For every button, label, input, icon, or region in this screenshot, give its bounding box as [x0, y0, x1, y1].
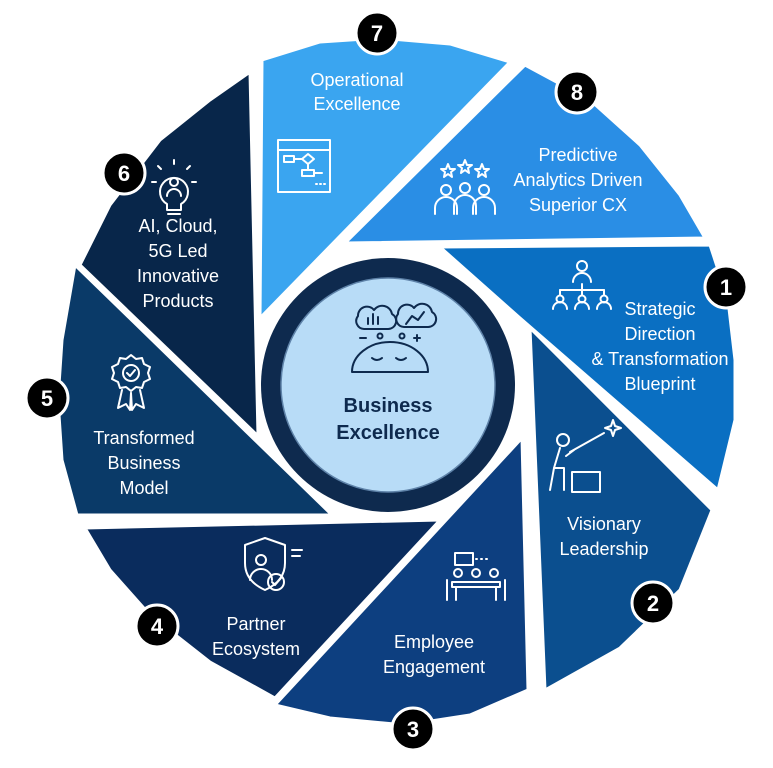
badge-3: 3	[390, 706, 436, 752]
segment-6	[78, 69, 260, 440]
segment-5-label-line2: Business	[107, 453, 180, 473]
segment-8	[341, 63, 708, 245]
badge-8: 8	[554, 69, 600, 115]
badge-8-number: 8	[571, 80, 583, 105]
segment-1-label-line1: Strategic	[624, 299, 695, 319]
badge-3-number: 3	[407, 717, 419, 742]
badge-1-number: 1	[720, 275, 732, 300]
segment-1-label-line2: Direction	[624, 324, 695, 344]
badge-4: 4	[134, 603, 180, 649]
center-disc	[280, 277, 496, 493]
badge-2: 2	[630, 580, 676, 626]
badge-1: 1	[703, 264, 749, 310]
badge-5: 5	[24, 375, 70, 421]
segment-7-label-line1: Operational	[310, 70, 403, 90]
segment-3-label-line1: Employee	[394, 632, 474, 652]
segment-3-label-line2: Engagement	[383, 657, 485, 677]
rated-customers-icon	[434, 159, 496, 215]
badge-2-number: 2	[647, 591, 659, 616]
badge-6: 6	[101, 150, 147, 196]
segment-2-label-line2: Leadership	[559, 539, 648, 559]
mindfulness-head-icon	[351, 302, 438, 373]
idea-bulb-person-icon	[151, 159, 197, 215]
segment-2-label-line1: Visionary	[567, 514, 641, 534]
segment-6-label-line4: Products	[142, 291, 213, 311]
visionary-telescope-icon	[549, 419, 622, 493]
segment-1-label-line4: Blueprint	[624, 374, 695, 394]
segment-8-label-line3: Superior CX	[529, 195, 627, 215]
segment-8-label-line1: Predictive	[538, 145, 617, 165]
partner-shield-icon	[244, 537, 303, 591]
segment-6-label-line1: AI, Cloud,	[138, 216, 217, 236]
center-title-line1: Business	[344, 395, 433, 417]
segment-1	[436, 243, 737, 493]
badge-6-number: 6	[118, 161, 130, 186]
badge-7: 7	[354, 10, 400, 56]
flowchart-icon	[277, 139, 331, 193]
badge-5-number: 5	[41, 386, 53, 411]
segment-6-label-line2: 5G Led	[148, 241, 207, 261]
segment-7-label-line2: Excellence	[313, 94, 400, 114]
segment-4-label-line1: Partner	[226, 614, 285, 634]
badge-4-number: 4	[151, 614, 164, 639]
badge-7-number: 7	[371, 21, 383, 46]
team-meeting-icon	[446, 552, 506, 601]
segment-8-label-line2: Analytics Driven	[513, 170, 642, 190]
org-chart-icon	[552, 260, 612, 310]
segment-5-label-line3: Model	[119, 478, 168, 498]
quality-badge-icon	[111, 354, 151, 411]
segment-1-label-line3: & Transformation	[591, 349, 728, 369]
segment-6-label-line3: Innovative	[137, 266, 219, 286]
segment-4-label-line2: Ecosystem	[212, 639, 300, 659]
segment-5-label-line1: Transformed	[93, 428, 194, 448]
center-title-line2: Excellence	[336, 422, 439, 444]
